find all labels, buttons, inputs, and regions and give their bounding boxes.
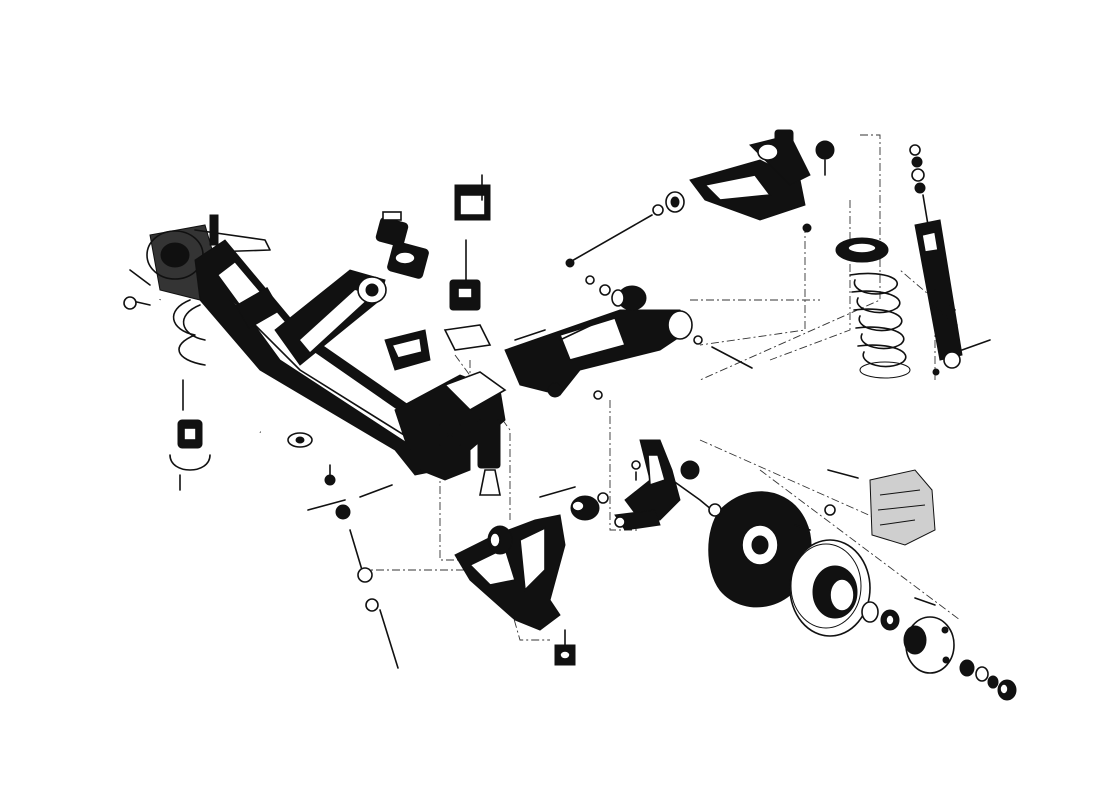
engine-mounts [375, 174, 492, 371]
wheel-hub-bearings [861, 597, 1017, 701]
brake-caliper [824, 469, 936, 546]
tie-bar-bracket [504, 275, 753, 400]
anti-roll-bar-clamp [169, 379, 211, 491]
brake-disc [789, 539, 871, 637]
lower-wishbone [454, 486, 609, 666]
track-rod-assembly [307, 464, 399, 669]
subframe-crossmember [194, 239, 507, 496]
shock-absorber [909, 144, 991, 376]
anti-roll-bar [151, 299, 261, 434]
upper-wishbone [565, 129, 835, 268]
coil-spring [835, 237, 911, 379]
assembled-left-suspension [123, 214, 271, 366]
stub-axle-knuckle [614, 439, 713, 531]
disc-splash-shield [708, 491, 812, 608]
